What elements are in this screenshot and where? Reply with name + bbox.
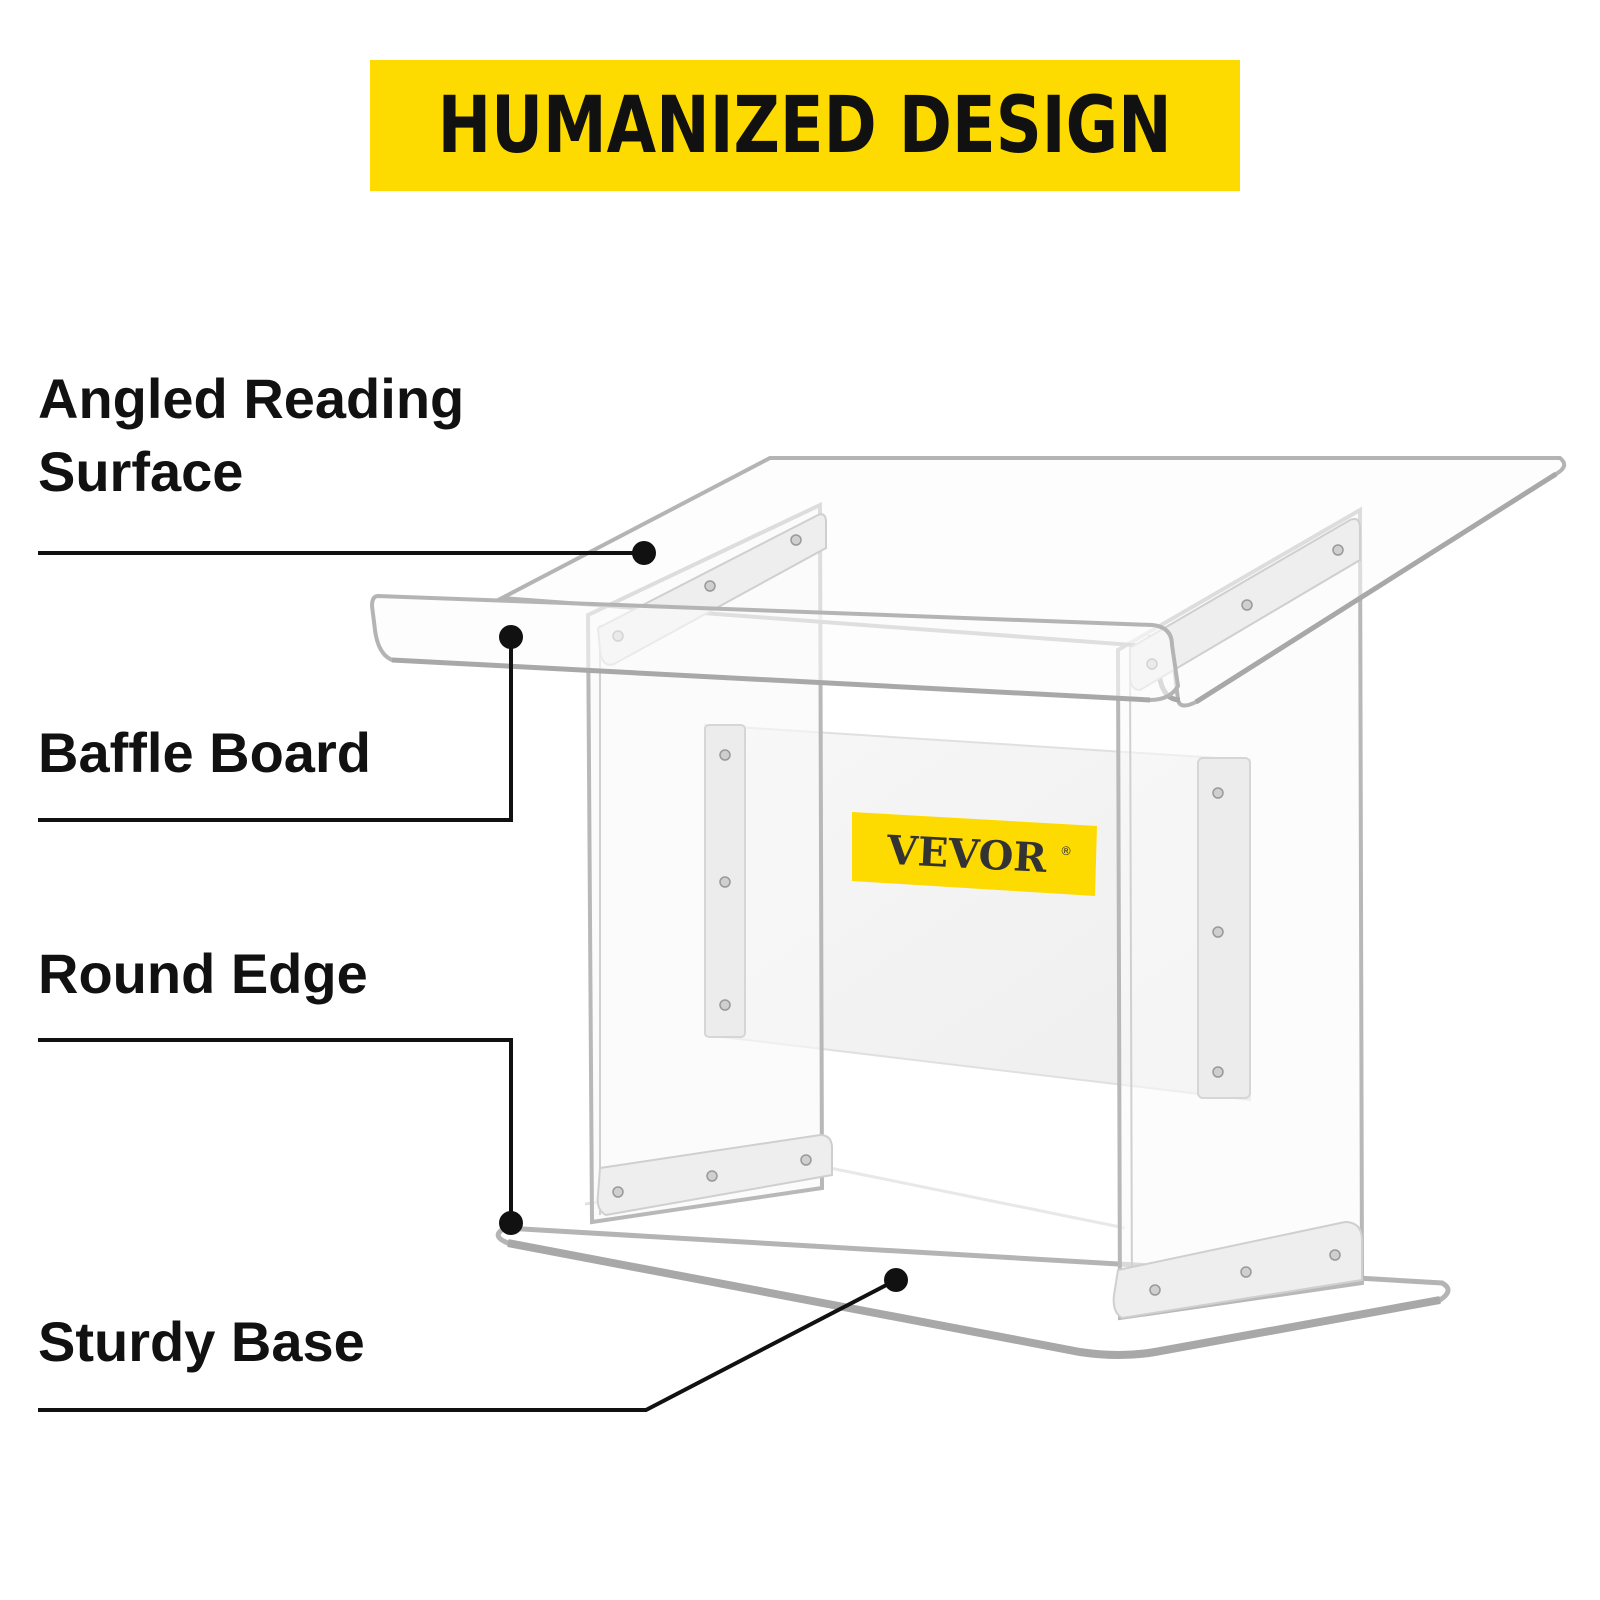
callout-label-angled-reading-surface: Angled Reading Surface (38, 367, 465, 503)
callout-line-sturdy-base (38, 1268, 908, 1412)
brand-logo-text: VEVOR (885, 827, 1049, 882)
callout-dot (632, 541, 656, 565)
left-baffle-bracket (704, 724, 746, 1038)
callout-dot (884, 1268, 908, 1292)
brand-logo: VEVOR ® (852, 812, 1097, 896)
callout-dot (499, 1211, 523, 1235)
callout-label-sturdy-base: Sturdy Base (38, 1310, 365, 1373)
callout-label-round-edge: Round Edge (38, 942, 368, 1005)
registered-mark: ® (1060, 844, 1073, 859)
callout-line-baffle-board (38, 625, 523, 822)
front-lip (369, 593, 1181, 703)
callout-line-round-edge (38, 1038, 523, 1235)
right-baffle-bracket (1197, 757, 1251, 1099)
title-text: HUMANIZED DESIGN (437, 80, 1173, 171)
bottom-left-bracket (596, 1133, 833, 1217)
title-banner: HUMANIZED DESIGN (370, 60, 1240, 191)
bottom-right-bracket (1112, 1220, 1363, 1320)
callout-line-angled-reading-surface (38, 541, 656, 565)
callout-dot (499, 625, 523, 649)
callout-label-baffle-board: Baffle Board (38, 721, 371, 784)
